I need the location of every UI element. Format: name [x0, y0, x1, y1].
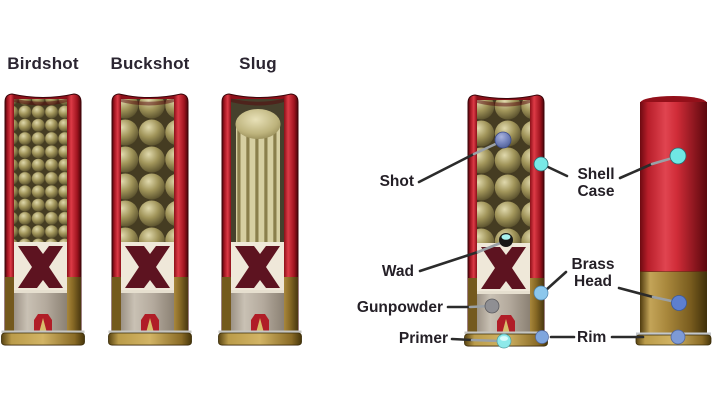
gunpowder-callout-label: Gunpowder [356, 299, 443, 316]
shell-case-cutaway-marker-dot [533, 156, 549, 172]
birdshot-shell-illustration [1, 93, 85, 346]
rim-callout-label: Rim [577, 329, 607, 346]
buckshot-shell-illustration [108, 93, 192, 346]
shot-marker-dot [494, 131, 512, 149]
shell-case-right-leader-line [618, 162, 654, 180]
brass-head-left-leader-line [544, 270, 568, 292]
wad-leader-line [418, 250, 480, 273]
shell-case-callout-label: Shell Case [577, 166, 615, 200]
shot-callout-label: Shot [379, 173, 414, 190]
wad-callout-label: Wad [381, 263, 414, 280]
gunpowder-marker-dot [484, 298, 500, 314]
brass-head-whole-marker-dot [671, 295, 687, 311]
shell-case-whole-marker-dot [669, 147, 687, 165]
rim-cutaway-marker-dot [535, 330, 549, 344]
primer-leader-line [450, 337, 474, 342]
buckshot-label: Buckshot [110, 54, 190, 73]
brass-head-right-leader-line [617, 286, 655, 299]
marker-dots [484, 131, 687, 349]
slug-shell-illustration [218, 93, 302, 346]
shell-case-left-leader-line [546, 165, 569, 178]
leader-lines [417, 139, 678, 343]
shot-leader-line [417, 152, 476, 184]
rim-whole-marker-dot [670, 329, 686, 345]
labeled-cutaway-shell-illustration [464, 94, 548, 347]
slug-label: Slug [239, 54, 277, 73]
birdshot-label: Birdshot [7, 54, 79, 73]
primer-callout-label: Primer [398, 330, 448, 347]
brass-head-cutaway-marker-dot [533, 285, 549, 301]
brass-head-callout-label: Brass Head [571, 256, 615, 290]
